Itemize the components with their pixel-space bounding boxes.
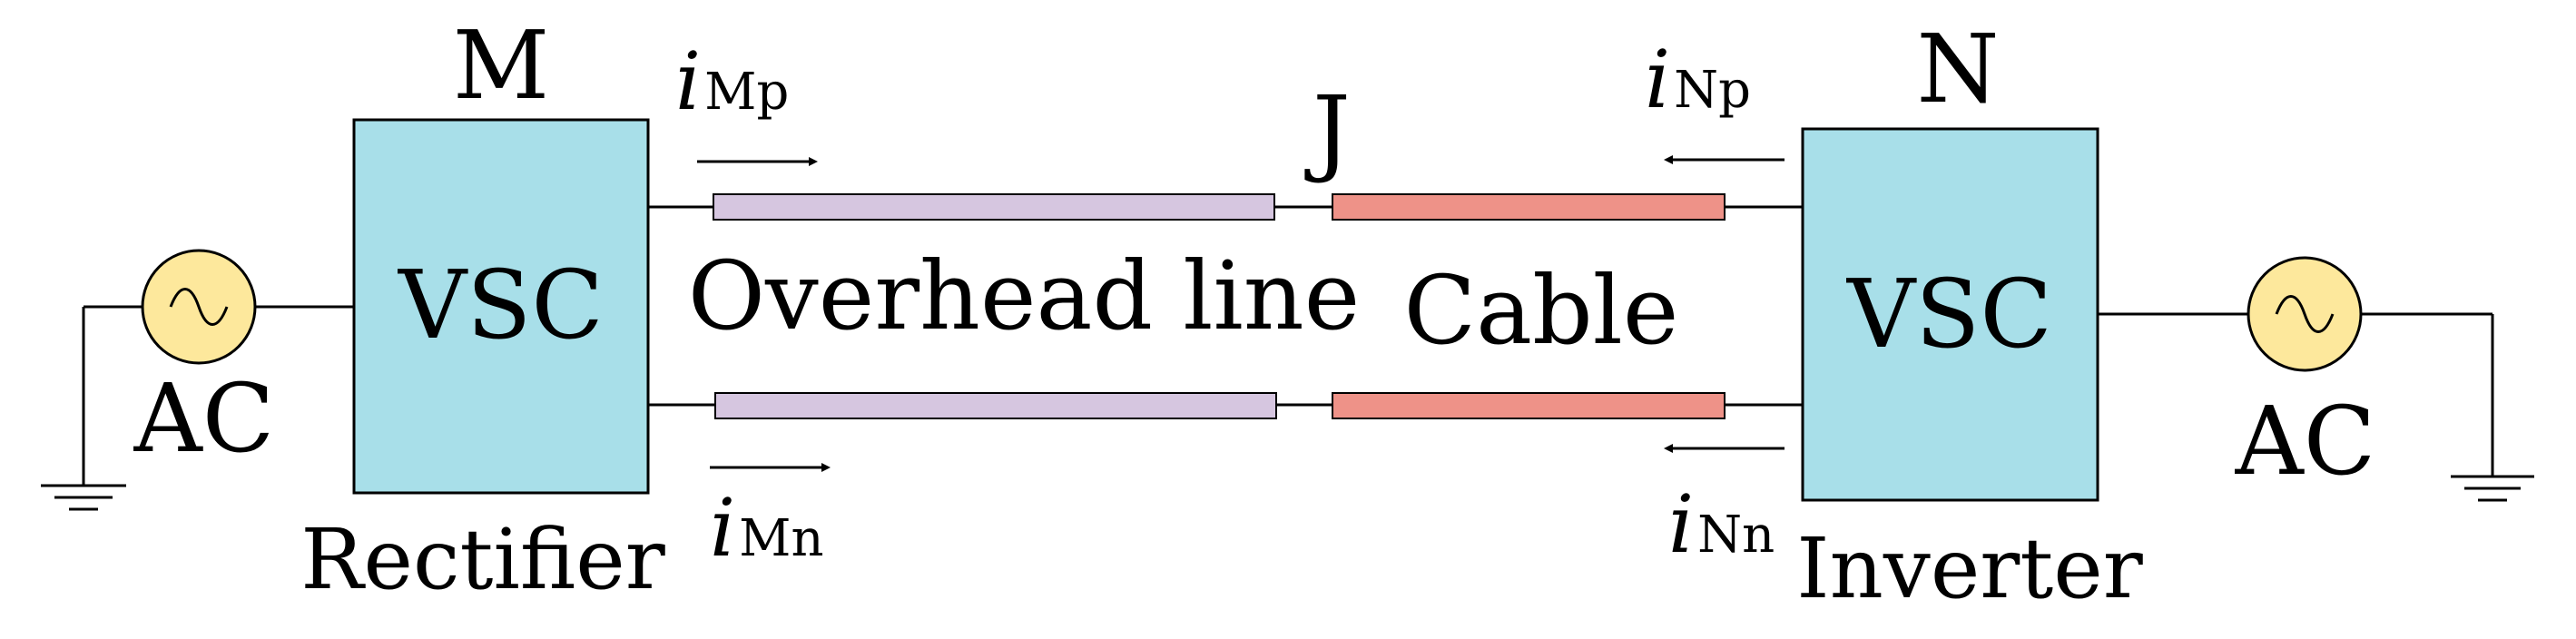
overhead-line-positive [713,193,1275,221]
cable-positive [1332,193,1726,221]
iMp-label: iMp [675,34,789,128]
left-ac-source-icon [141,249,257,365]
overhead-line-label: Overhead line [688,241,1361,351]
rectifier-label: Rectifier [300,511,664,608]
left-converter-box [352,118,650,495]
cable-negative [1332,392,1726,419]
left-converter-label: VSC [397,250,604,360]
right-converter-label: VSC [1845,259,2052,369]
left-station-letter: M [453,10,550,121]
junction-label: J [1304,75,1351,186]
right-converter-box [1801,127,2099,502]
right-ac-source-icon [2247,256,2363,372]
iNp-label: iNp [1645,33,1751,126]
iNn-label: iNn [1668,477,1775,571]
overhead-line-negative [714,392,1277,419]
cable-label: Cable [1404,255,1679,366]
left-ground-icon [41,307,126,511]
inverter-label: Inverter [1796,520,2142,617]
iMn-label: iMn [710,481,824,575]
left-ac-label: AC [133,363,275,474]
right-station-letter: N [1917,14,2000,124]
right-ground-icon [2451,314,2534,502]
right-ac-label: AC [2235,386,2376,496]
